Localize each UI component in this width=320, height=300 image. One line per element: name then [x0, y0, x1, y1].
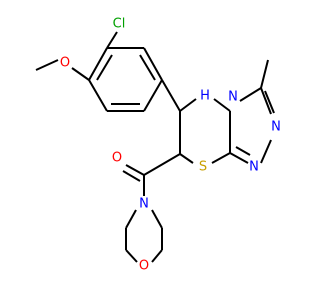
aryl-ring	[88, 47, 163, 112]
sulfur-label: S	[199, 160, 207, 175]
thiadiazine-ring	[179, 98, 231, 164]
aryl-c6-bond	[161, 79, 181, 112]
molecule-diagram: Cl O H N N N S O N O	[35, 17, 281, 274]
carbonyl-oxygen-label: O	[112, 151, 122, 166]
morpholine-oxygen-label: O	[139, 259, 149, 274]
methoxy-oxygen-label: O	[60, 56, 70, 71]
morpholine-ring	[125, 209, 163, 263]
ome-bond	[71, 67, 90, 81]
chlorine-label: Cl	[113, 17, 126, 32]
n-ring-upper-label: N	[228, 90, 238, 105]
amide-nitrogen-label: N	[139, 197, 149, 212]
cl-bond	[106, 31, 118, 49]
methyl-o-bond	[35, 59, 59, 71]
carbonyl-double-bond-a	[125, 164, 145, 176]
n-triazole-1-label: N	[271, 120, 281, 135]
nh-label: H	[200, 89, 210, 104]
c7-carbonyl-bond	[143, 153, 181, 176]
triazole-ring	[229, 59, 275, 164]
n-triazole-2-label: N	[249, 160, 259, 175]
carbonyl-double-bond-b	[122, 170, 141, 182]
